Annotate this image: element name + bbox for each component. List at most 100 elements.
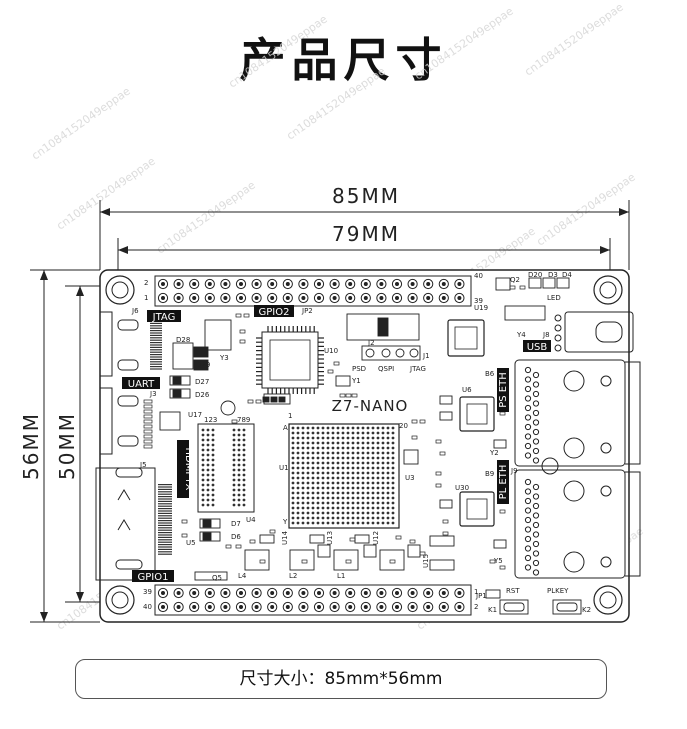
header-pin-hole	[348, 296, 353, 300]
bga-ball	[361, 486, 365, 490]
header-pin	[235, 278, 247, 290]
ddr-ball	[242, 463, 246, 467]
ddr-ball	[237, 443, 241, 447]
header-pin-hole	[348, 282, 353, 286]
svg-text:U4: U4	[246, 516, 256, 524]
smd-pad	[235, 544, 242, 549]
ddr-ball	[206, 503, 210, 507]
bga-ball	[386, 436, 390, 440]
bga-ball	[311, 451, 315, 455]
bga-ball	[296, 476, 300, 480]
bga-ball	[351, 471, 355, 475]
header-pin	[313, 292, 325, 304]
fine-pin	[150, 346, 162, 348]
bga-ball	[391, 451, 395, 455]
smd-pad	[259, 559, 266, 564]
bga-ball	[386, 516, 390, 520]
header-pin	[251, 278, 262, 290]
bga-ball	[306, 516, 310, 520]
bga-ball	[316, 486, 320, 490]
header-pin	[282, 278, 293, 290]
svg-text:40: 40	[143, 603, 152, 611]
fine-pin	[150, 361, 162, 363]
header-pin	[438, 601, 449, 613]
fine-pin	[158, 522, 172, 524]
bga-ball	[371, 516, 375, 520]
ddr-ball	[211, 453, 215, 457]
bga-ball	[366, 496, 370, 500]
ddr-ball	[211, 478, 215, 482]
fine-pin	[158, 508, 172, 510]
bga-ball	[361, 476, 365, 480]
bga-ball	[311, 456, 315, 460]
bga-ball	[316, 491, 320, 495]
ethernet-port-pl	[514, 457, 641, 579]
header-pin	[345, 292, 356, 304]
bga-ball	[326, 461, 330, 465]
bga-ball	[326, 486, 330, 490]
bga-ball	[371, 431, 375, 435]
bga-ball	[301, 461, 305, 465]
bga-ball	[336, 486, 340, 490]
ddr-ball	[242, 428, 246, 432]
smd-pad	[489, 559, 496, 564]
smd-pad	[439, 451, 446, 456]
bga-ball	[341, 476, 345, 480]
bga-ball	[306, 426, 310, 430]
svg-text:1: 1	[144, 294, 148, 302]
bga-ball	[336, 461, 340, 465]
bga-ball	[386, 431, 390, 435]
header-pin-hole	[192, 282, 197, 286]
svg-text:Y: Y	[282, 518, 288, 526]
bga-ball	[376, 486, 380, 490]
header-pin	[423, 587, 434, 599]
smd-pad	[435, 439, 442, 444]
bga-ball	[321, 436, 325, 440]
bga-ball	[366, 476, 370, 480]
smd-pad	[301, 559, 308, 564]
ddr-ball	[211, 503, 215, 507]
svg-text:J1: J1	[422, 352, 430, 360]
svg-text:D7: D7	[231, 520, 241, 528]
ddr-ball	[211, 448, 215, 452]
bga-ball	[346, 456, 350, 460]
fine-pin	[158, 536, 172, 538]
svg-text:39: 39	[474, 297, 483, 305]
bga-ball	[351, 446, 355, 450]
bga-ball	[381, 516, 385, 520]
svg-text:USB: USB	[527, 342, 548, 353]
bga-ball	[341, 436, 345, 440]
bga-ball	[321, 501, 325, 505]
fpga-chip	[288, 423, 400, 529]
fine-pin	[158, 503, 172, 505]
bga-ball	[346, 476, 350, 480]
ddr-ball	[211, 438, 215, 442]
bga-ball	[331, 501, 335, 505]
bga-ball	[326, 496, 330, 500]
bga-ball	[371, 481, 375, 485]
header-pin	[298, 601, 309, 613]
header-pin-hole	[270, 282, 275, 286]
smd-pads	[181, 285, 526, 570]
eth-pin	[532, 371, 540, 379]
bga-ball	[371, 426, 375, 430]
bga-ball	[316, 461, 320, 465]
qfp-chip-u10	[256, 326, 324, 394]
eth-pin	[532, 381, 540, 388]
header-pin-hole	[254, 591, 259, 595]
bga-ball	[356, 426, 360, 430]
fine-pin	[158, 548, 172, 550]
bga-ball	[296, 471, 300, 475]
eth-pin	[524, 395, 532, 402]
header-pin-hole	[441, 605, 446, 609]
bga-ball	[331, 446, 335, 450]
header-pin-hole	[410, 591, 415, 595]
header-pin	[298, 278, 309, 290]
bga-ball	[291, 491, 295, 495]
bga-ball	[366, 516, 370, 520]
bga-ball	[361, 521, 365, 525]
bga-ball	[291, 476, 295, 480]
bga-ball	[386, 521, 390, 525]
svg-text:D6: D6	[231, 533, 241, 541]
header-pin-hole	[270, 605, 275, 609]
